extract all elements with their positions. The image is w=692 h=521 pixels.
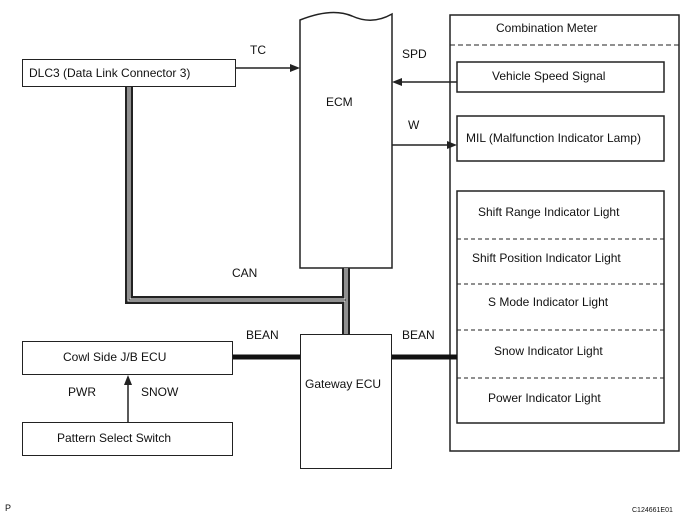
light-power: Power Indicator Light <box>488 391 601 405</box>
dlc3-label: DLC3 (Data Link Connector 3) <box>29 66 191 80</box>
light-snow: Snow Indicator Light <box>494 344 603 358</box>
mil-box <box>456 115 665 162</box>
pattern-switch-box: Pattern Select Switch <box>22 422 233 456</box>
cowl-ecu-box: Cowl Side J/B ECU <box>22 341 233 375</box>
gateway-ecu-label: Gateway ECU <box>305 377 382 391</box>
signal-bean-right: BEAN <box>402 328 435 342</box>
mil-label: MIL (Malfunction Indicator Lamp) <box>466 131 641 145</box>
snow-arrow-icon <box>124 375 132 385</box>
signal-snow: SNOW <box>141 385 179 399</box>
indicator-lights-box <box>456 190 665 424</box>
signal-w: W <box>408 118 420 132</box>
dlc3-box: DLC3 (Data Link Connector 3) <box>22 59 236 87</box>
light-shift-range: Shift Range Indicator Light <box>478 205 620 219</box>
can-bus-core <box>128 84 347 334</box>
light-s-mode: S Mode Indicator Light <box>488 295 609 309</box>
signal-spd: SPD <box>402 47 427 61</box>
signal-can: CAN <box>232 266 258 280</box>
ecm-block-outline <box>299 11 393 269</box>
signal-pwr: PWR <box>68 385 96 399</box>
signal-tc: TC <box>250 43 266 57</box>
pattern-switch-label: Pattern Select Switch <box>57 431 172 445</box>
footer-left: P <box>5 503 12 513</box>
signal-bean-left: BEAN <box>246 328 279 342</box>
speed-signal-box <box>456 61 665 93</box>
cowl-ecu-label: Cowl Side J/B ECU <box>63 350 167 364</box>
ecm-label: ECM <box>326 95 353 109</box>
light-shift-position: Shift Position Indicator Light <box>472 251 621 265</box>
footer-right: C124661E01 <box>632 507 673 514</box>
speed-signal-label: Vehicle Speed Signal <box>492 69 606 83</box>
spd-arrow-icon <box>392 78 402 86</box>
w-arrow-icon <box>447 141 457 149</box>
meter-title: Combination Meter <box>496 21 598 35</box>
tc-arrow-icon <box>290 64 300 72</box>
gateway-ecu-box: Gateway ECU <box>300 334 392 469</box>
